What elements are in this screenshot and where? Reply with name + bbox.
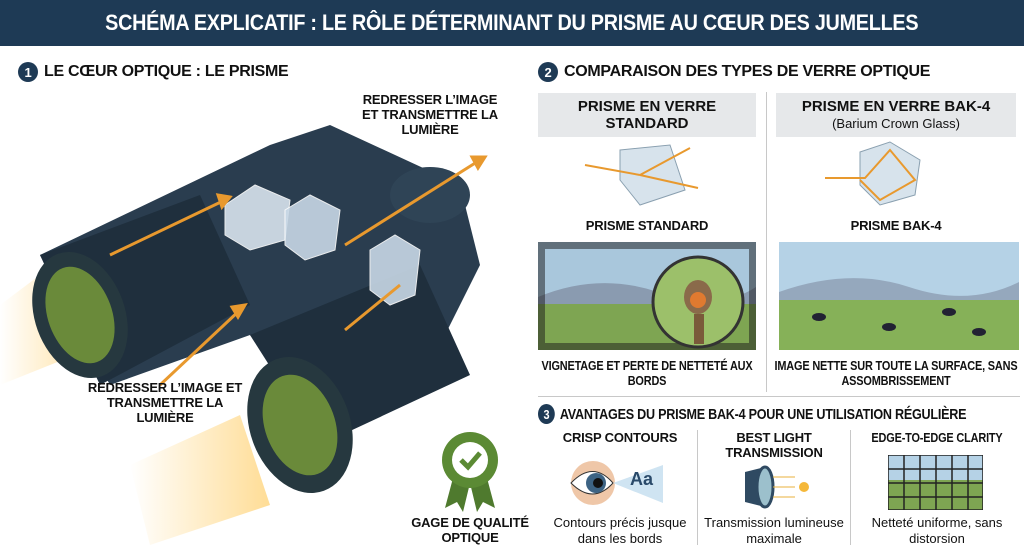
benefit-title: BEST LIGHT TRANSMISSION [725, 430, 823, 460]
divider [697, 430, 698, 545]
section-number: 2 [538, 62, 558, 82]
benefit-title: EDGE-TO-EDGE CLARITY [871, 430, 1003, 445]
divider [850, 430, 851, 545]
section-title: COMPARAISON DES TYPES DE VERRE OPTIQUE [564, 63, 931, 80]
standard-title-box: PRISME EN VERRE STANDARD [538, 93, 756, 137]
lens-light-icon [745, 465, 809, 509]
section-1-heading: 1 LE CŒUR OPTIQUE : LE PRISME [18, 62, 289, 82]
standard-title: PRISME EN VERRE STANDARD [577, 98, 717, 132]
label-bottom: REDRESSER L’IMAGE ET TRANSMETTRE LA LUMI… [87, 380, 243, 425]
section-title: AVANTAGES DU PRISME BAK-4 POUR UNE UTILI… [559, 405, 967, 423]
divider [766, 92, 767, 392]
standard-prism-icon [584, 144, 699, 206]
label-top: REDRESSER L’IMAGE ET TRANSMETTRE LA LUMI… [362, 92, 498, 137]
vignetted-scene-image [538, 242, 756, 350]
bak4-prism-icon [825, 141, 921, 206]
bak4-caption: IMAGE NETTE SUR TOUTE LA SURFACE, SANS A… [774, 358, 1018, 388]
page-header: SCHÉMA EXPLICATIF : LE RÔLE DÉTERMINANT … [0, 0, 1024, 46]
binoculars-illustration [0, 125, 488, 545]
quality-badge-icon [442, 432, 498, 512]
grid-landscape-icon [888, 455, 983, 510]
benefit-title: CRISP CONTOURS [562, 430, 678, 445]
prism-2 [284, 194, 341, 261]
page-title: SCHÉMA EXPLICATIF : LE RÔLE DÉTERMINANT … [105, 10, 919, 35]
benefit-caption: Contours précis jusque dans les bords [553, 515, 687, 546]
svg-text:Aa: Aa [630, 469, 654, 489]
benefit-caption: Transmission lumineuse maximale [704, 515, 844, 546]
bak4-title: PRISME EN VERRE BAK-4 [801, 98, 991, 115]
section-3-heading: 3 AVANTAGES DU PRISME BAK-4 POUR UNE UTI… [538, 404, 966, 424]
standard-caption: VIGNETAGE ET PERTE DE NETTETÉ AUX BORDS [541, 358, 753, 388]
eye-icon: Aa [570, 461, 663, 505]
bak4-prism-label: PRISME BAK-4 [850, 218, 942, 233]
bak4-subtitle: (Barium Crown Glass) [832, 116, 960, 131]
bak4-title-box: PRISME EN VERRE BAK-4(Barium Crown Glass… [776, 93, 1016, 137]
divider [538, 396, 1020, 397]
section-number: 3 [538, 404, 555, 424]
benefit-caption: Netteté uniforme, sans distorsion [871, 515, 1003, 546]
sharp-scene-image [779, 242, 1019, 350]
section-title: LE CŒUR OPTIQUE : LE PRISME [44, 63, 289, 80]
section-number: 1 [18, 62, 38, 82]
badge-label: GAGE DE QUALITÉ OPTIQUE [411, 515, 529, 545]
prism-3 [369, 234, 421, 306]
section-2-heading: 2 COMPARAISON DES TYPES DE VERRE OPTIQUE [538, 62, 930, 82]
standard-prism-label: PRISME STANDARD [585, 218, 709, 233]
